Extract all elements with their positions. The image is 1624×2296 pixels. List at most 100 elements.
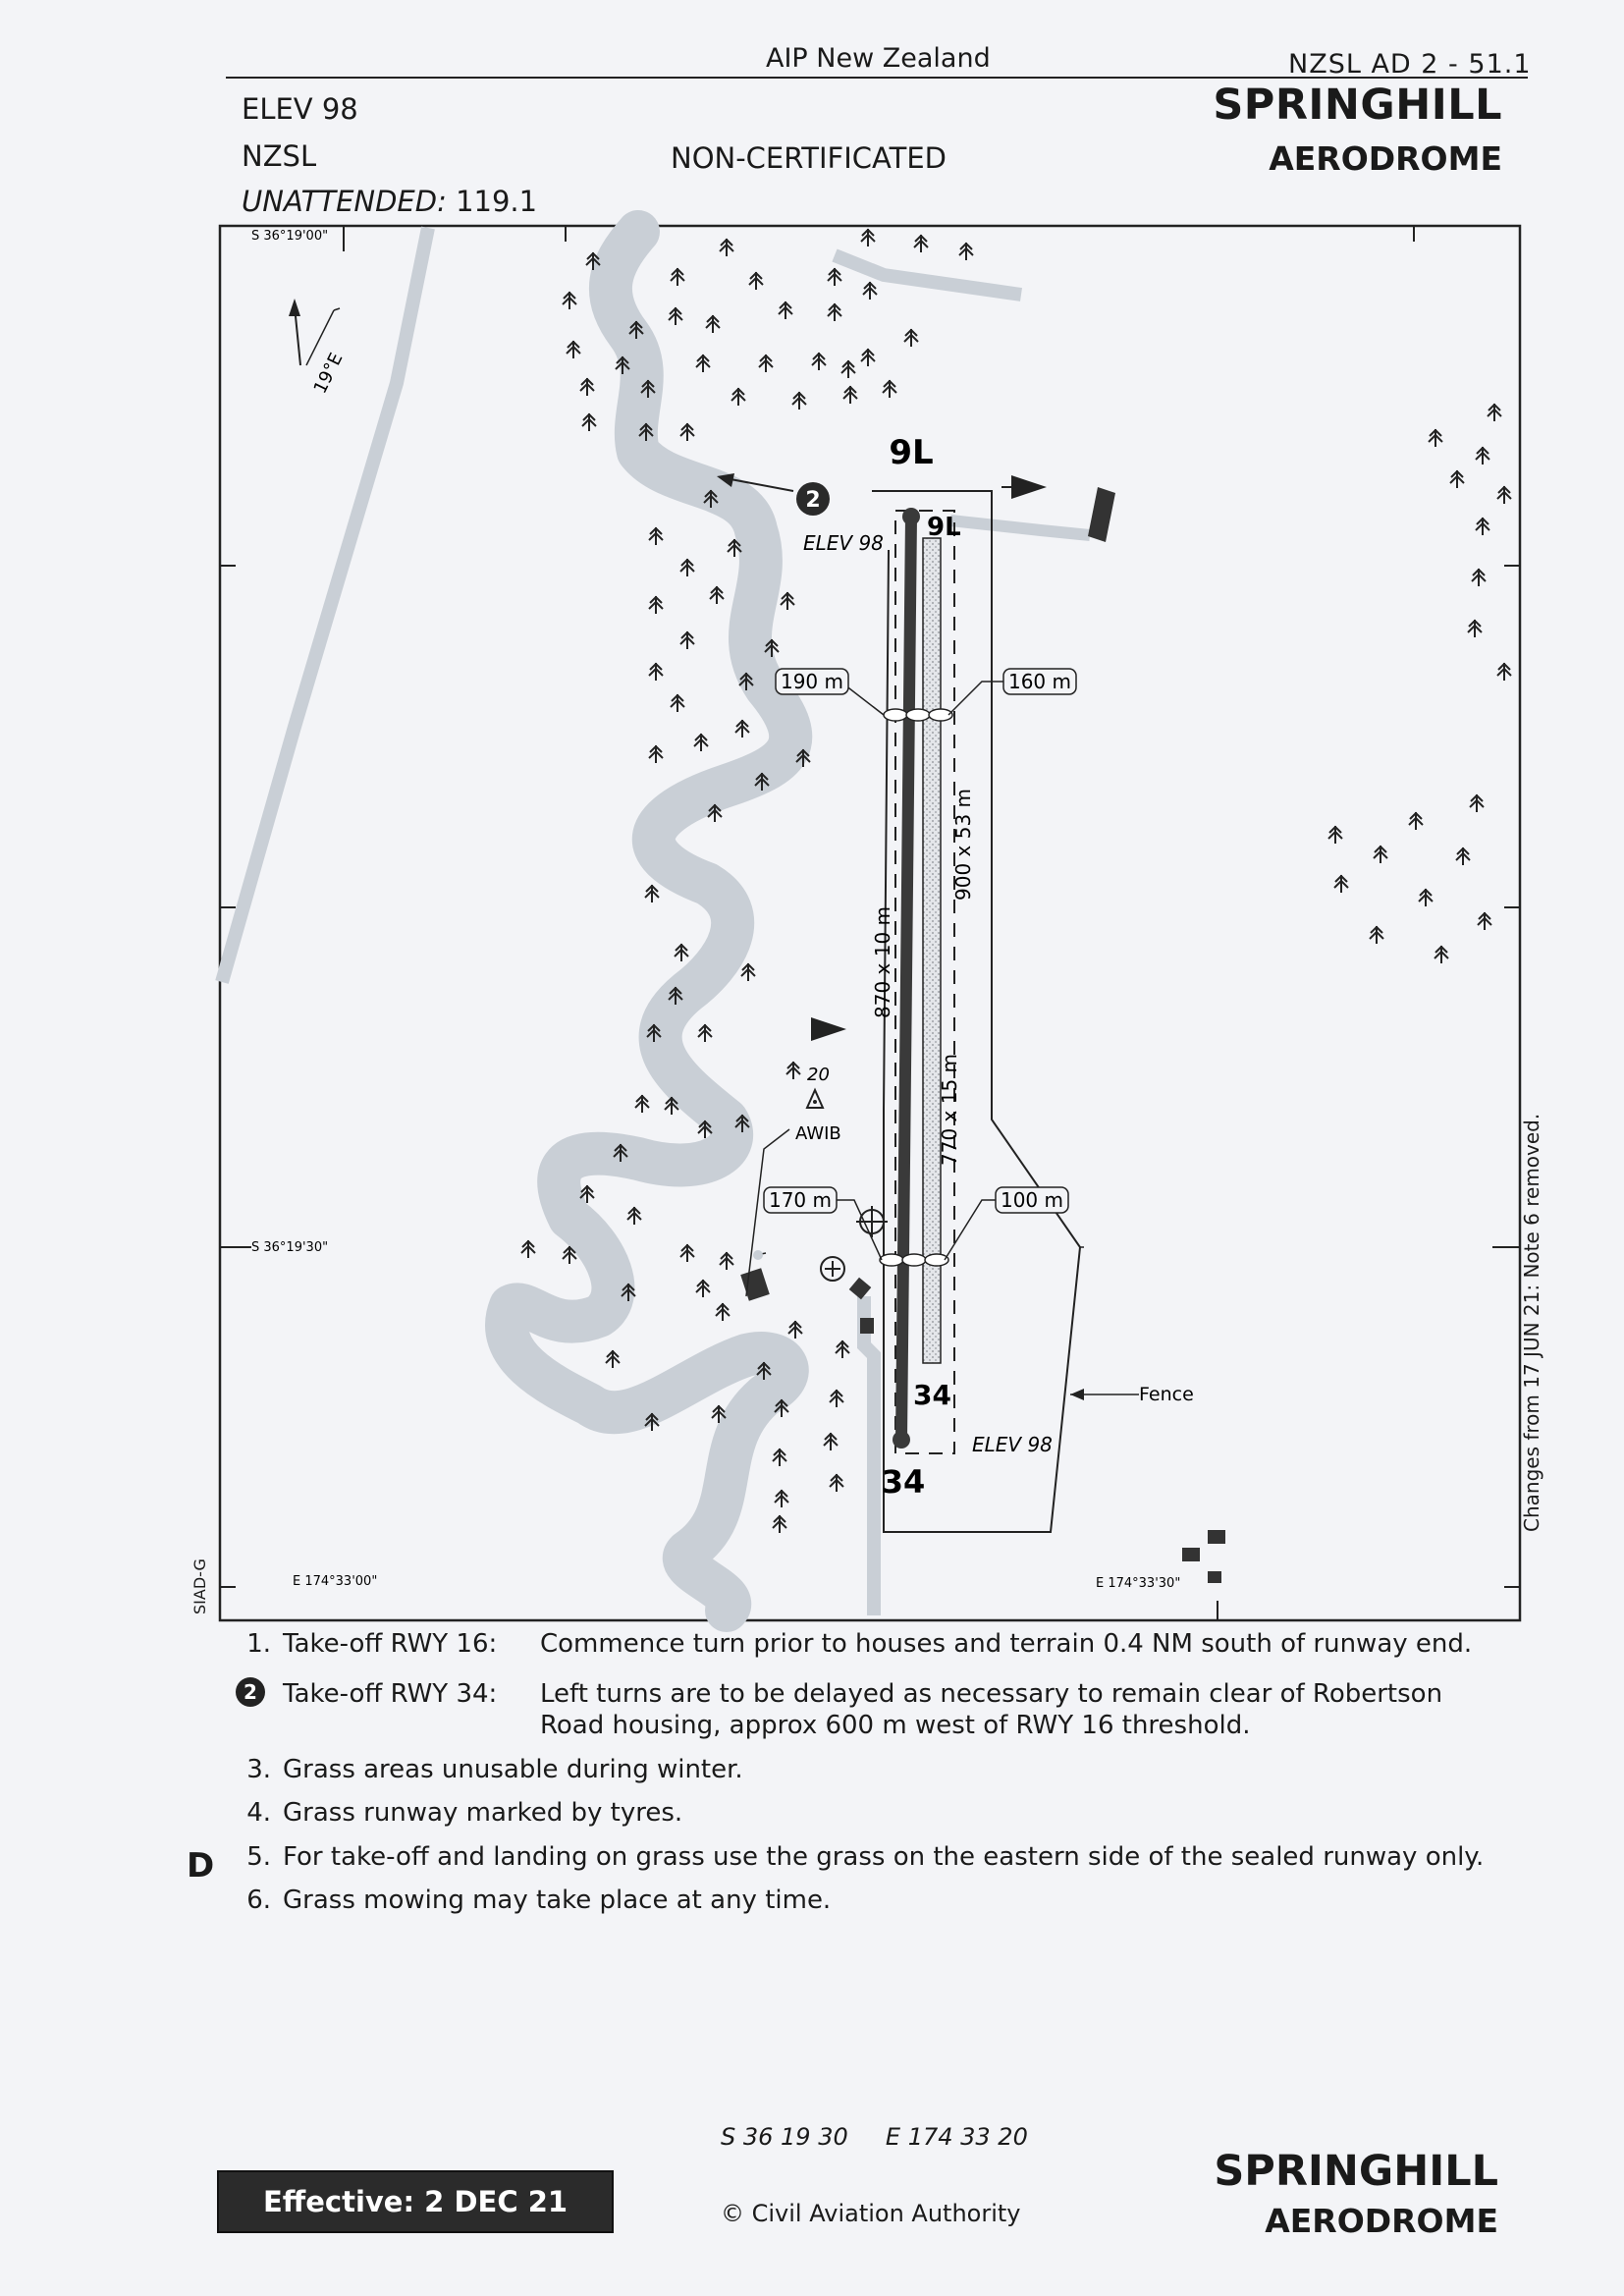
note2-arrow [730,478,794,492]
publication-title: AIP New Zealand [766,43,991,74]
note2-arrowhead-icon [717,473,734,487]
note-1: 1. Take-off RWY 16: Commence turn prior … [232,1628,1508,1661]
threshold-south-marker [893,1431,910,1449]
footer-aerodrome-type: AERODROME [1265,2202,1498,2240]
note-text: For take-off and landing on grass use th… [283,1841,1485,1872]
aerodrome-name: SPRINGHILL [1213,81,1502,130]
sealed-runway [895,511,917,1446]
magnetic-variation: 19°E [310,350,348,397]
distance-box-170: 170 m [763,1186,838,1214]
runway-designator-north-inner: 9L [927,513,961,542]
leader-160 [947,681,1003,716]
grass-runway [922,537,942,1364]
coord-longitude: E 174 33 20 [885,2123,1028,2151]
chart-frame [218,224,1522,1622]
crossing-markers-south [879,1253,949,1267]
unattended-freq: 119.1 [456,185,538,218]
distance-100: 100 m [1001,1188,1063,1212]
note-text: Grass areas unusable during winter. [283,1754,743,1784]
runway-designator-south: 34 [882,1463,926,1501]
aerodrome-coordinates: S 36 19 30 E 174 33 20 [721,2123,1028,2151]
awib-label: AWIB [795,1123,841,1144]
first-aid-icon [820,1256,845,1282]
elevation-south: ELEV 98 [972,1433,1053,1456]
note-text: Left turns are to be delayed as necessar… [540,1678,1443,1741]
river [485,210,813,1632]
note-number: 6. [246,1886,271,1915]
note-label: Take-off RWY 34: [283,1678,498,1709]
coord-mid-left: S 36°19'30" [251,1240,328,1255]
stream-north [832,248,1022,301]
fence-label: Fence [1139,1384,1194,1405]
aerodrome-elevation: ELEV 98 [242,92,358,126]
header-rule [226,77,1528,79]
amendment-side-note: Changes from 17 JUN 21: Note 6 removed. [1520,1113,1543,1532]
hangar-north-icon [1088,487,1115,542]
note-4: 4. Grass runway marked by tyres. [232,1797,1508,1830]
grass-runway-dimensions-lower: 770 x 15 m [938,1054,961,1166]
coord-bottom-right: E 174°33'30" [1096,1576,1180,1591]
runway-designator-north: 9L [889,433,933,472]
note2-marker [796,482,830,516]
siad-code: SIAD-G [190,1558,209,1614]
note-3: 3. Grass areas unusable during winter. [232,1754,1508,1786]
building-small-2-icon [860,1318,874,1334]
copyright: © Civil Aviation Authority [721,2200,1021,2227]
distance-170: 170 m [769,1188,832,1212]
note-text: Grass mowing may take place at any time. [283,1886,832,1915]
fence-arrow-icon [1070,1389,1084,1400]
distance-box-100: 100 m [995,1186,1069,1214]
icao-code: NZSL [242,139,317,173]
note-number: 1. [246,1629,271,1659]
road-west [215,226,435,984]
aerodrome-type: AERODROME [1269,139,1502,178]
runway-designator-south-inner: 34 [913,1379,951,1411]
access-track-north [949,515,1091,541]
elevation-north: ELEV 98 [803,531,884,555]
grass-runway-dimensions-upper: 900 x 53 m [951,789,975,901]
landing-direction-arrow-north-icon [1011,475,1047,499]
distance-box-160: 160 m [1002,668,1077,695]
frame-ticks [220,226,1520,1620]
note-label: Take-off RWY 16: [283,1629,498,1659]
runway-strip [894,510,955,1454]
building-west-icon [740,1268,770,1301]
house-3-icon [1208,1571,1221,1583]
house-2-icon [1208,1530,1225,1544]
distance-190: 190 m [781,670,843,693]
house-1-icon [1182,1548,1200,1561]
coord-latitude: S 36 19 30 [721,2123,848,2151]
note-number: 4. [246,1798,271,1828]
note-number: 5. [246,1841,271,1872]
amendment-mark: D [187,1846,215,1886]
note-text: Commence turn prior to houses and terrai… [540,1629,1473,1659]
distance-160: 160 m [1008,670,1071,693]
north-arrow-icon [289,299,341,366]
certification-status: NON-CERTIFICATED [671,141,947,175]
coord-top-left: S 36°19'00" [251,229,328,244]
page-reference: NZSL AD 2 - 51.1 [1288,49,1532,80]
note-text: Grass runway marked by tyres. [283,1798,683,1828]
note-6: 6. Grass mowing may take place at any ti… [232,1885,1508,1917]
building-small-1-icon [848,1277,872,1300]
note2-marker-number: 2 [805,488,820,513]
leader-100 [944,1199,1000,1261]
notes-list: 1. Take-off RWY 16: Commence turn prior … [232,1628,1508,1929]
awib-obstacle-icon [805,1087,825,1109]
awib-height: 20 [807,1065,830,1085]
unattended-frequency: UNATTENDED: 119.1 [242,185,537,218]
leader-170 [837,1199,883,1261]
sealed-runway-dimensions: 870 x 10 m [871,906,894,1018]
note-2: 2 Take-off RWY 34: Left turns are to be … [232,1676,1508,1742]
access-road [857,1296,881,1615]
aerodrome-fence [872,490,1082,1533]
effective-date-badge: Effective: 2 DEC 21 [217,2170,614,2233]
note-5: 5. For take-off and landing on grass use… [232,1841,1508,1874]
note-number: 3. [246,1754,271,1784]
crossing-markers-north [883,708,953,722]
threshold-north-marker [902,508,920,525]
footer-aerodrome-name: SPRINGHILL [1214,2147,1498,2196]
note-number: 2 [236,1676,265,1707]
windsock-icon [856,1206,888,1237]
